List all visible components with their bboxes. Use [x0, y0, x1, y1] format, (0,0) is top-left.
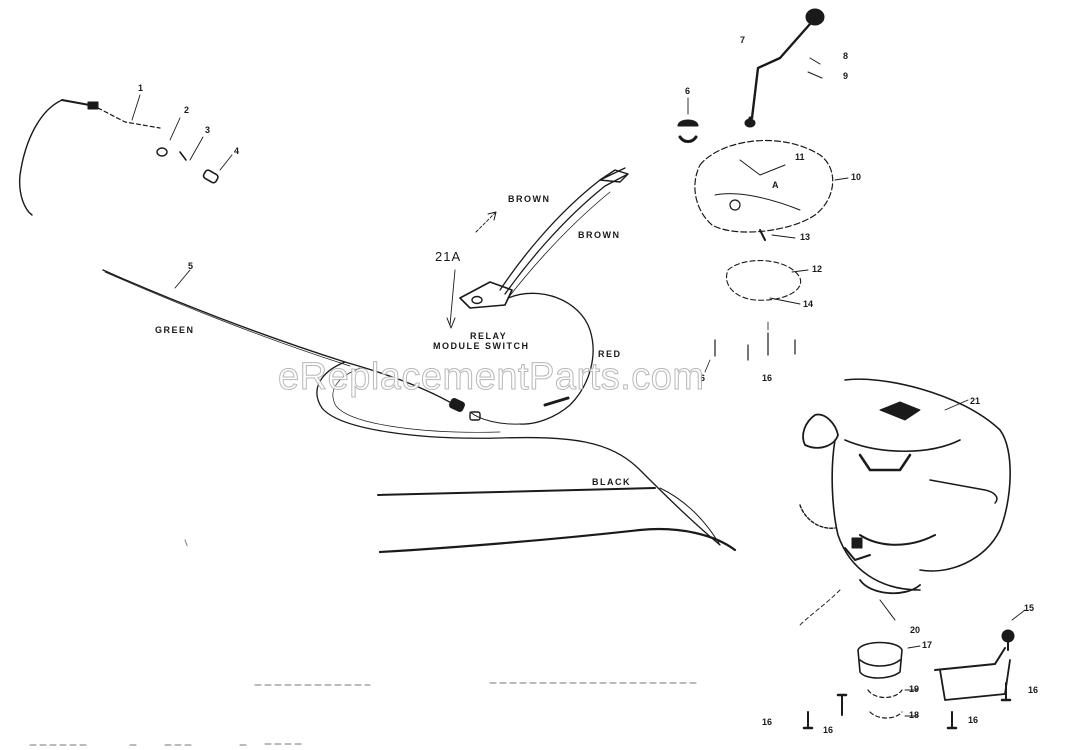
bolts-part-16	[802, 682, 1012, 730]
black-wire	[377, 487, 737, 554]
bracket-part-15	[934, 609, 1026, 701]
scan-marks	[29, 539, 701, 746]
cable-part-1	[18, 99, 161, 216]
relay-module-switch	[446, 167, 629, 425]
watermark: eReplacementParts.com	[278, 356, 705, 399]
pulley-parts-17-18-19	[857, 641, 921, 719]
callout-1: 1	[138, 83, 144, 93]
harness-loop	[316, 361, 721, 546]
relay-label-line2: MODULE SWITCH	[433, 341, 530, 351]
callout-16-mid: 16	[823, 725, 834, 735]
callout-16-right: 16	[1028, 685, 1039, 695]
callout-2: 2	[184, 105, 190, 115]
hardware-parts-2-4	[131, 94, 233, 184]
callout-8: 8	[843, 51, 849, 61]
screws-parts-6-16	[704, 321, 796, 373]
callout-17: 17	[922, 640, 933, 650]
callout-21: 21	[970, 396, 981, 406]
callout-10: 10	[851, 172, 862, 182]
callout-7: 7	[740, 35, 746, 45]
callout-14: 14	[803, 299, 814, 309]
wire-label-red: RED	[598, 349, 622, 359]
wire-label-black: BLACK	[592, 477, 631, 487]
callout-16-left: 16	[762, 717, 773, 727]
green-wire-part-5	[102, 269, 465, 413]
engine-part-21	[799, 378, 1011, 626]
callout-18: 18	[909, 710, 920, 720]
callout-3: 3	[205, 125, 211, 135]
callout-4: 4	[234, 146, 240, 156]
callout-19: 19	[909, 684, 920, 694]
part-21a-label: 21A	[435, 249, 462, 264]
throttle-bracket-part-10	[694, 139, 849, 241]
callout-6: 6	[685, 86, 691, 96]
callout-16: 16	[762, 373, 773, 383]
callout-A: A	[772, 180, 779, 190]
callout-11: 11	[795, 152, 805, 162]
callout-16-low: 16	[968, 715, 979, 725]
callout-5: 5	[188, 261, 194, 271]
wire-label-green: GREEN	[155, 325, 195, 335]
callout-20: 20	[910, 625, 921, 635]
wire-label-brown-1: BROWN	[508, 194, 551, 204]
control-lever-part-7	[744, 8, 825, 128]
callout-9: 9	[843, 71, 849, 81]
callout-12: 12	[812, 264, 823, 274]
callout-6b: 6	[700, 373, 706, 383]
plate-part-12	[726, 260, 809, 305]
callout-13: 13	[800, 232, 811, 242]
callout-15: 15	[1024, 603, 1035, 613]
part-6-knob	[677, 97, 699, 143]
wire-label-brown-2: BROWN	[578, 230, 621, 240]
relay-label-line1: RELAY	[470, 331, 508, 341]
